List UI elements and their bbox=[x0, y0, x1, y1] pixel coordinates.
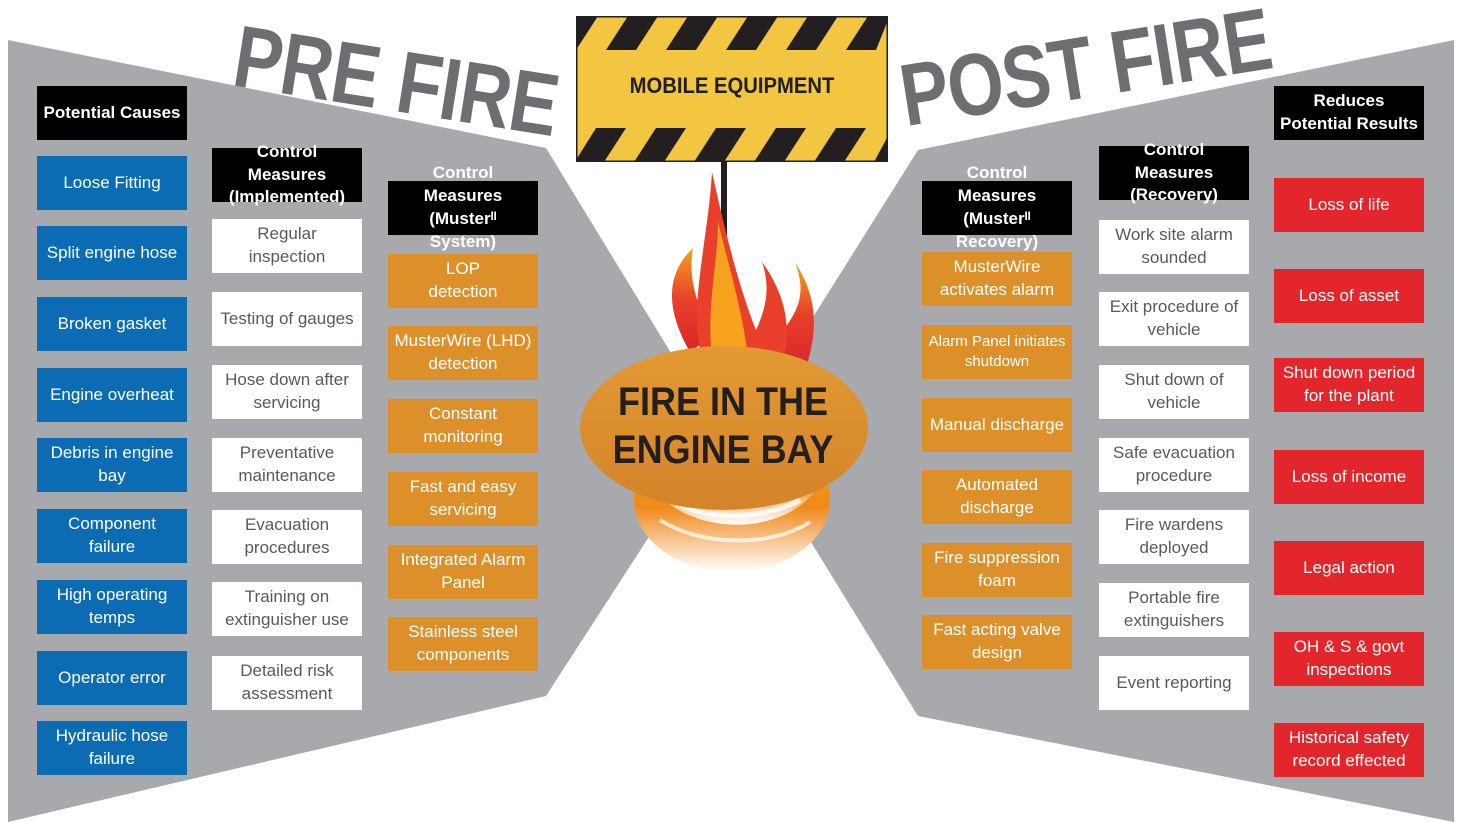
muster-item: Integrated Alarm Panel bbox=[388, 545, 538, 599]
cause-item: High operating temps bbox=[37, 580, 187, 634]
sign-label: MOBILE EQUIPMENT bbox=[629, 73, 835, 98]
cause-item: Loose Fitting bbox=[37, 156, 187, 210]
cause-item: Engine overheat bbox=[37, 368, 187, 422]
hazard-stripes bbox=[576, 16, 888, 162]
header-control-implemented: Control Measures (Implemented) bbox=[212, 142, 362, 206]
header-control-recovery: Control Measures (Recovery) bbox=[1099, 140, 1249, 204]
recovery-item: Exit procedure of vehicle bbox=[1099, 292, 1249, 346]
muster-recovery-item: Fire suppression foam bbox=[922, 543, 1072, 597]
post-fire-panel bbox=[742, 40, 1454, 822]
control-item: Training on extinguisher use bbox=[212, 582, 362, 636]
result-item: Loss of life bbox=[1274, 178, 1424, 232]
result-item: Loss of income bbox=[1274, 450, 1424, 504]
flame-inner-icon bbox=[710, 222, 748, 356]
control-item: Evacuation procedures bbox=[212, 510, 362, 564]
result-item: Legal action bbox=[1274, 541, 1424, 595]
muster-item: LOP detection bbox=[388, 254, 538, 308]
result-item: OH & S & govt inspections bbox=[1274, 632, 1424, 686]
muster-item: Constant monitoring bbox=[388, 399, 538, 453]
muster-item: MusterWire (LHD) detection bbox=[388, 326, 538, 380]
header-control-muster-recovery: Control Measures (Musterᴵᴵ Recovery) bbox=[922, 163, 1072, 251]
header-potential-results: Reduces Potential Results bbox=[1274, 86, 1424, 140]
control-item: Hose down after servicing bbox=[212, 365, 362, 419]
control-item: Preventative maintenance bbox=[212, 438, 362, 492]
muster-recovery-item: Alarm Panel initiates shutdown bbox=[922, 325, 1072, 379]
cause-item: Hydraulic hose failure bbox=[37, 721, 187, 775]
muster-recovery-item: Manual discharge bbox=[922, 398, 1072, 452]
cause-item: Operator error bbox=[37, 651, 187, 705]
muster-item: Stainless steel components bbox=[388, 617, 538, 671]
cause-item: Debris in engine bay bbox=[37, 438, 187, 492]
recovery-item: Portable fire extinguishers bbox=[1099, 583, 1249, 637]
muster-item: Fast and easy servicing bbox=[388, 472, 538, 526]
recovery-item: Work site alarm sounded bbox=[1099, 220, 1249, 274]
control-item: Detailed risk assessment bbox=[212, 656, 362, 710]
header-potential-causes: Potential Causes bbox=[37, 86, 187, 140]
control-item: Regular inspection bbox=[212, 219, 362, 273]
result-item: Historical safety record effected bbox=[1274, 723, 1424, 777]
muster-recovery-item: MusterWire activates alarm bbox=[922, 252, 1072, 306]
mobile-equipment-sign: MOBILE EQUIPMENT bbox=[576, 16, 888, 162]
recovery-item: Safe evacuation procedure bbox=[1099, 438, 1249, 492]
center-oval bbox=[580, 346, 868, 510]
muster-recovery-item: Automated discharge bbox=[922, 470, 1072, 524]
cause-item: Split engine hose bbox=[37, 226, 187, 280]
center-label: FIRE IN THE ENGINE BAY bbox=[612, 380, 834, 472]
control-item: Testing of gauges bbox=[212, 292, 362, 346]
muster-recovery-item: Fast acting valve design bbox=[922, 615, 1072, 669]
recovery-item: Event reporting bbox=[1099, 656, 1249, 710]
header-control-muster-system: Control Measures (Musterᴵᴵ System) bbox=[388, 163, 538, 251]
result-item: Shut down period for the plant bbox=[1274, 358, 1424, 412]
recovery-item: Shut down of vehicle bbox=[1099, 365, 1249, 419]
recovery-item: Fire wardens deployed bbox=[1099, 510, 1249, 564]
cause-item: Component failure bbox=[37, 509, 187, 563]
sign-post bbox=[721, 160, 727, 270]
result-item: Loss of asset bbox=[1274, 269, 1424, 323]
cause-item: Broken gasket bbox=[37, 297, 187, 351]
